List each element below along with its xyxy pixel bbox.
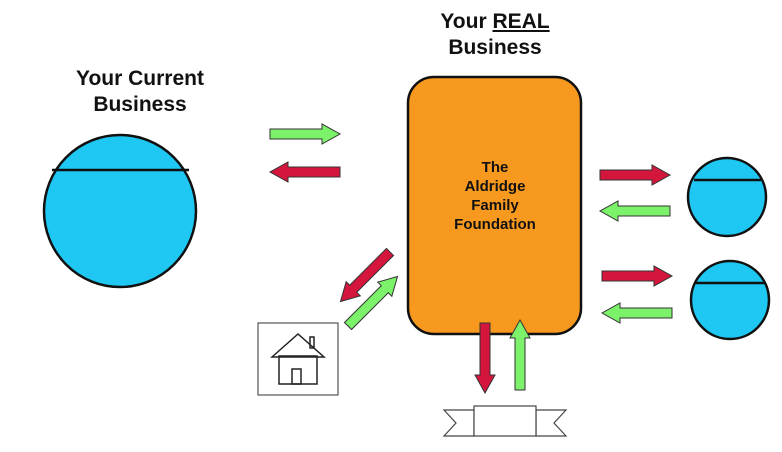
- real-business-title: Your REAL Business: [390, 9, 600, 61]
- foundation-label-line2: Aldridge: [464, 178, 526, 195]
- current-business-title: Your Current Business: [40, 66, 240, 118]
- real-business-title-emphasis: REAL: [492, 10, 550, 33]
- arrow-from-small-tank-bottom: [601, 302, 673, 324]
- arrow-to-house: [332, 244, 398, 310]
- house-icon: [257, 322, 339, 396]
- arrow-to-small-tank-bottom: [601, 265, 673, 287]
- arrow-to-foundation: [269, 123, 341, 145]
- foundation-box: [406, 75, 583, 336]
- real-business-title-prefix: Your: [440, 10, 493, 33]
- foundation-label-line1: The: [481, 159, 509, 176]
- ribbon-banner-icon: [442, 405, 568, 437]
- real-business-title-line2: Business: [448, 36, 542, 59]
- current-business-title-line1: Your Current: [76, 67, 204, 90]
- arrow-from-small-tank-top: [599, 200, 671, 222]
- arrow-to-current-business: [269, 161, 341, 183]
- current-business-title-line2: Business: [93, 93, 187, 116]
- current-business-tank: [42, 133, 198, 289]
- small-tank-top: [686, 156, 768, 238]
- foundation-label: The Aldridge Family Foundation: [430, 158, 560, 234]
- arrow-to-small-tank-top: [599, 164, 671, 186]
- foundation-label-line4: Foundation: [454, 216, 536, 233]
- real-business-title-line1: Your REAL: [390, 9, 600, 35]
- small-tank-bottom: [689, 259, 771, 341]
- foundation-label-line3: Family: [471, 197, 519, 214]
- arrow-from-house: [340, 268, 406, 334]
